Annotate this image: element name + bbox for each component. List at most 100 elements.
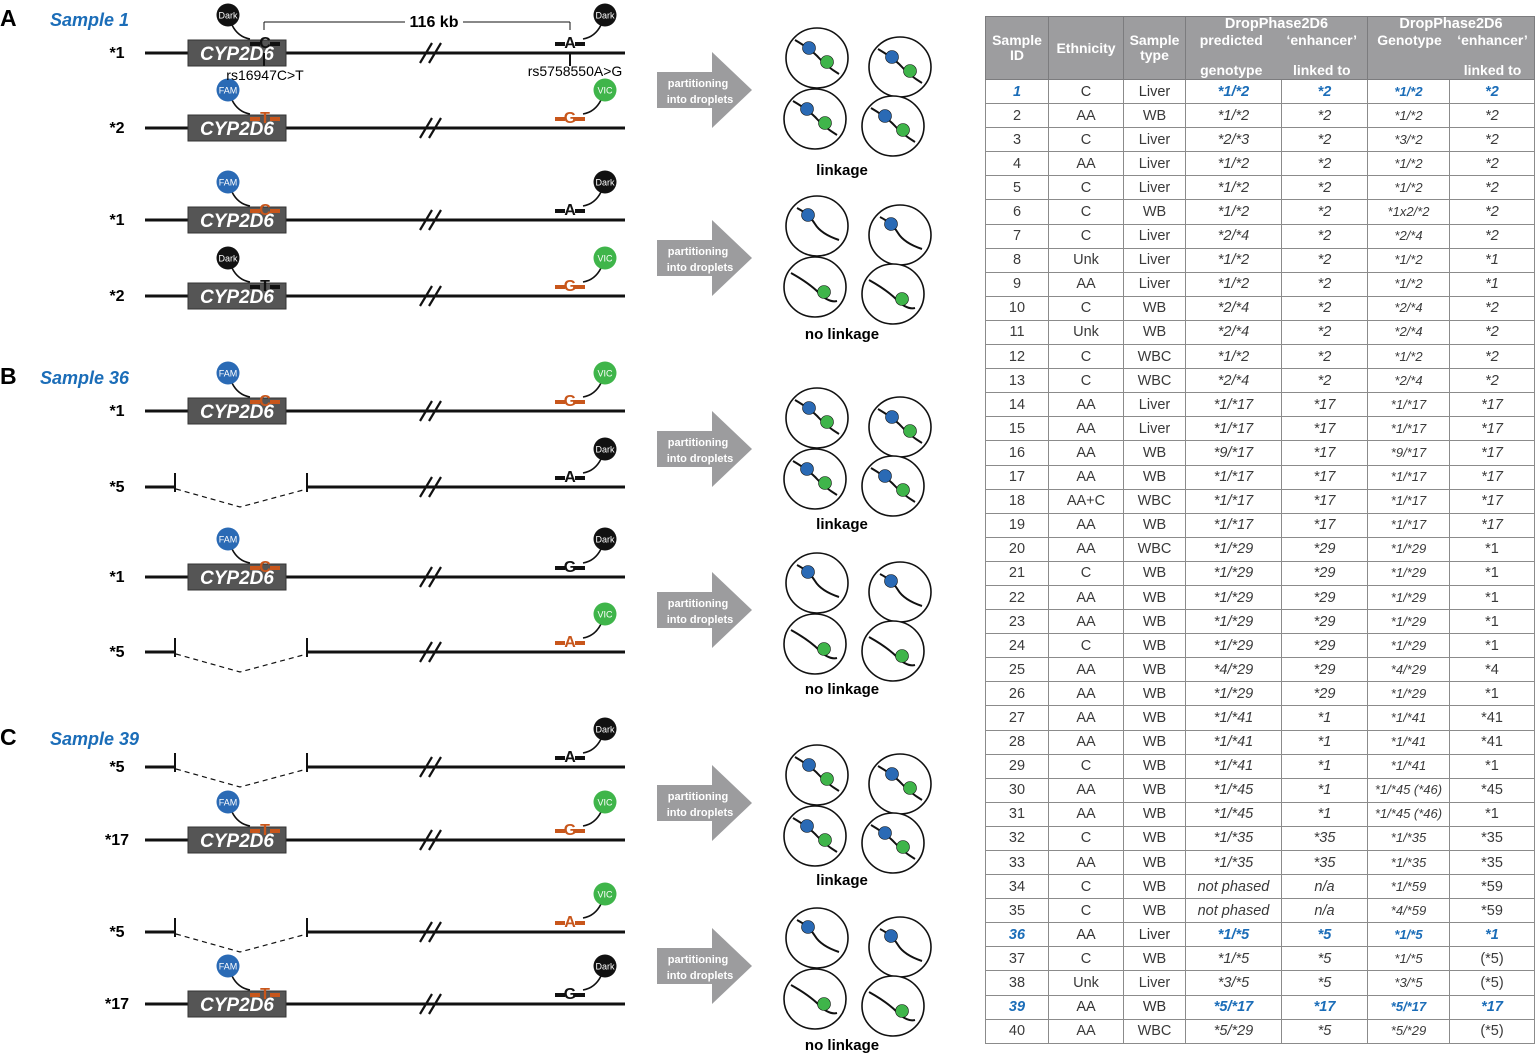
break-mark — [419, 285, 433, 307]
break-mark — [419, 993, 433, 1015]
genotype-cell: *1/*2 — [1367, 151, 1450, 177]
probe-bar — [555, 117, 565, 121]
vic-probe-icon — [593, 246, 617, 270]
enhancer-linked-predicted-cell: *2 — [1281, 151, 1368, 177]
predicted-genotype-cell: *1/*29 — [1185, 560, 1282, 586]
ethnicity-cell: C — [1048, 560, 1124, 586]
haplotype-label: *17 — [105, 832, 129, 849]
probe-bar — [270, 566, 280, 570]
sample-type-cell: Liver — [1123, 78, 1186, 105]
droplet — [783, 256, 847, 318]
allele-letter: A — [564, 914, 576, 931]
enhancer-linked-predicted-cell: *29 — [1281, 609, 1368, 635]
panel-title: Sample 1 — [50, 10, 129, 30]
enhancer-linked-cell: *17 — [1449, 488, 1535, 514]
fam-dot — [801, 565, 815, 579]
enhancer-linked-predicted-cell: *2 — [1281, 247, 1368, 273]
gene-box — [187, 206, 287, 234]
enhancer-linked-cell: *1 — [1449, 560, 1535, 586]
predicted-genotype-cell: *5/*17 — [1185, 994, 1282, 1020]
sample-type-cell: WB — [1123, 657, 1186, 683]
probe-bar — [575, 400, 585, 404]
allele-letter: A — [564, 634, 576, 651]
enhancer-linked-predicted-cell: *5 — [1281, 1018, 1368, 1044]
sample-type-cell: WB — [1123, 560, 1186, 586]
ethnicity-cell: C — [1048, 78, 1124, 105]
enhancer-linked-cell: *59 — [1449, 874, 1535, 900]
enhancer-linked-cell: *2 — [1449, 175, 1535, 201]
genotype-cell: *1/*17 — [1367, 392, 1450, 418]
probe-linker — [231, 191, 251, 207]
ethnicity-cell: C — [1048, 344, 1124, 370]
droplet — [861, 455, 925, 517]
enhancer-linked-predicted-cell: *29 — [1281, 657, 1368, 683]
gene-box — [187, 39, 287, 67]
arrow-label: partitioning — [668, 954, 729, 966]
genotype-cell: *1/*29 — [1367, 584, 1450, 611]
predicted-genotype-cell: *1/*2 — [1185, 78, 1282, 105]
probe-bar — [555, 641, 565, 645]
sample-id-cell: 40 — [985, 1018, 1049, 1044]
header-group-measured: DropPhase2D6 Genotype ‘enhancer’linked t… — [1367, 16, 1535, 80]
ethnicity-cell: AA — [1048, 103, 1124, 129]
enhancer-linked-predicted-cell: *35 — [1281, 849, 1368, 876]
probe-bar — [270, 285, 280, 289]
gene-box — [187, 826, 287, 854]
probe-bar — [555, 993, 565, 997]
vic-probe-icon — [593, 78, 617, 102]
probe-linker — [582, 99, 602, 115]
probe-bar — [555, 566, 565, 570]
fam-dot — [800, 102, 814, 116]
sample-id-cell: 36 — [985, 922, 1049, 948]
genotype-cell: *1/*5 — [1367, 946, 1450, 972]
sample-type-cell: WB — [1123, 874, 1186, 900]
fam-probe-icon — [216, 790, 240, 814]
vic-dot — [820, 55, 834, 69]
outcome-label: no linkage — [805, 326, 879, 343]
droplet — [861, 95, 925, 157]
fam-dot — [800, 462, 814, 476]
sample-id-cell: 1 — [985, 78, 1049, 105]
vic-dot — [903, 64, 917, 78]
droplet — [861, 263, 925, 325]
snp-label: rs5758550A>G — [528, 63, 623, 79]
sample-id-cell: 37 — [985, 946, 1049, 972]
sample-type-cell: Liver — [1123, 271, 1186, 297]
sample-id-cell: 8 — [985, 247, 1049, 273]
ethnicity-cell: C — [1048, 874, 1124, 900]
sample-type-cell: Liver — [1123, 922, 1186, 948]
dark-probe-icon — [216, 246, 240, 270]
probe-bar — [270, 829, 280, 833]
predicted-genotype-cell: *1/*17 — [1185, 416, 1282, 442]
gene-label: CYP2D6 — [200, 995, 274, 1016]
enhancer-linked-predicted-cell: *17 — [1281, 488, 1368, 514]
probe-label: VIC — [597, 610, 613, 620]
vic-dot — [896, 483, 910, 497]
enhancer-linked-predicted-cell: *17 — [1281, 440, 1368, 466]
sample-type-cell: Liver — [1123, 970, 1186, 996]
header-genotype: Genotype — [1377, 32, 1442, 48]
probe-bar — [575, 756, 585, 760]
fam-dot — [802, 758, 816, 772]
enhancer-linked-cell: *1 — [1449, 247, 1535, 273]
allele-letter: C — [259, 559, 271, 576]
haplotype-label: *2 — [109, 288, 124, 305]
ethnicity-cell: AA — [1048, 392, 1124, 418]
probe-label: Dark — [595, 535, 615, 545]
predicted-genotype-cell: *1/*2 — [1185, 175, 1282, 201]
dark-probe-icon — [593, 717, 617, 741]
enhancer-linked-cell: *2 — [1449, 199, 1535, 225]
genotype-cell: *1/*35 — [1367, 849, 1450, 876]
predicted-genotype-cell: *1/*2 — [1185, 271, 1282, 297]
vic-dot — [903, 424, 917, 438]
